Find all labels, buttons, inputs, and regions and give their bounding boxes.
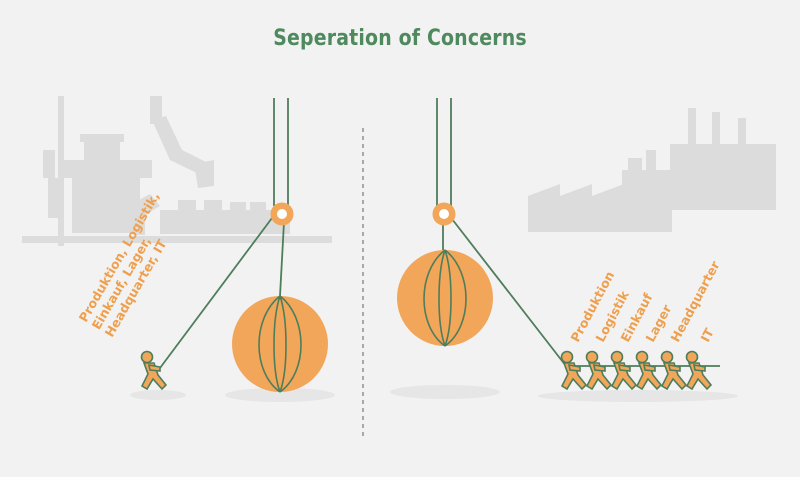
ball-shadow xyxy=(390,385,500,399)
weight-ball xyxy=(397,249,493,347)
worker-icon xyxy=(560,350,587,390)
worker-icon xyxy=(610,350,637,390)
factory-building-icon xyxy=(528,108,776,232)
worker-label: IT xyxy=(697,325,717,344)
worker-icon xyxy=(685,350,712,390)
weight-ball xyxy=(232,295,328,393)
worker-label: Headquarter xyxy=(667,258,723,345)
worker-icon xyxy=(140,350,167,390)
page-title: Seperation of Concerns xyxy=(273,26,527,51)
worker-icon xyxy=(660,350,687,390)
worker-shadow xyxy=(130,390,186,400)
ball-shadow xyxy=(225,388,335,402)
ball-rope xyxy=(279,221,285,297)
pull-rope xyxy=(159,217,273,369)
worker-icon xyxy=(585,350,612,390)
worker-icon xyxy=(635,350,662,390)
right-scene: Produktion Logistik Einkauf Lager Headqu… xyxy=(390,98,776,402)
workers-shadow xyxy=(538,390,738,402)
factory-machinery-icon xyxy=(22,96,332,246)
left-scene: Produktion, Logistik, Einkauf, Lager, He… xyxy=(22,96,335,402)
pull-rope xyxy=(451,218,567,367)
